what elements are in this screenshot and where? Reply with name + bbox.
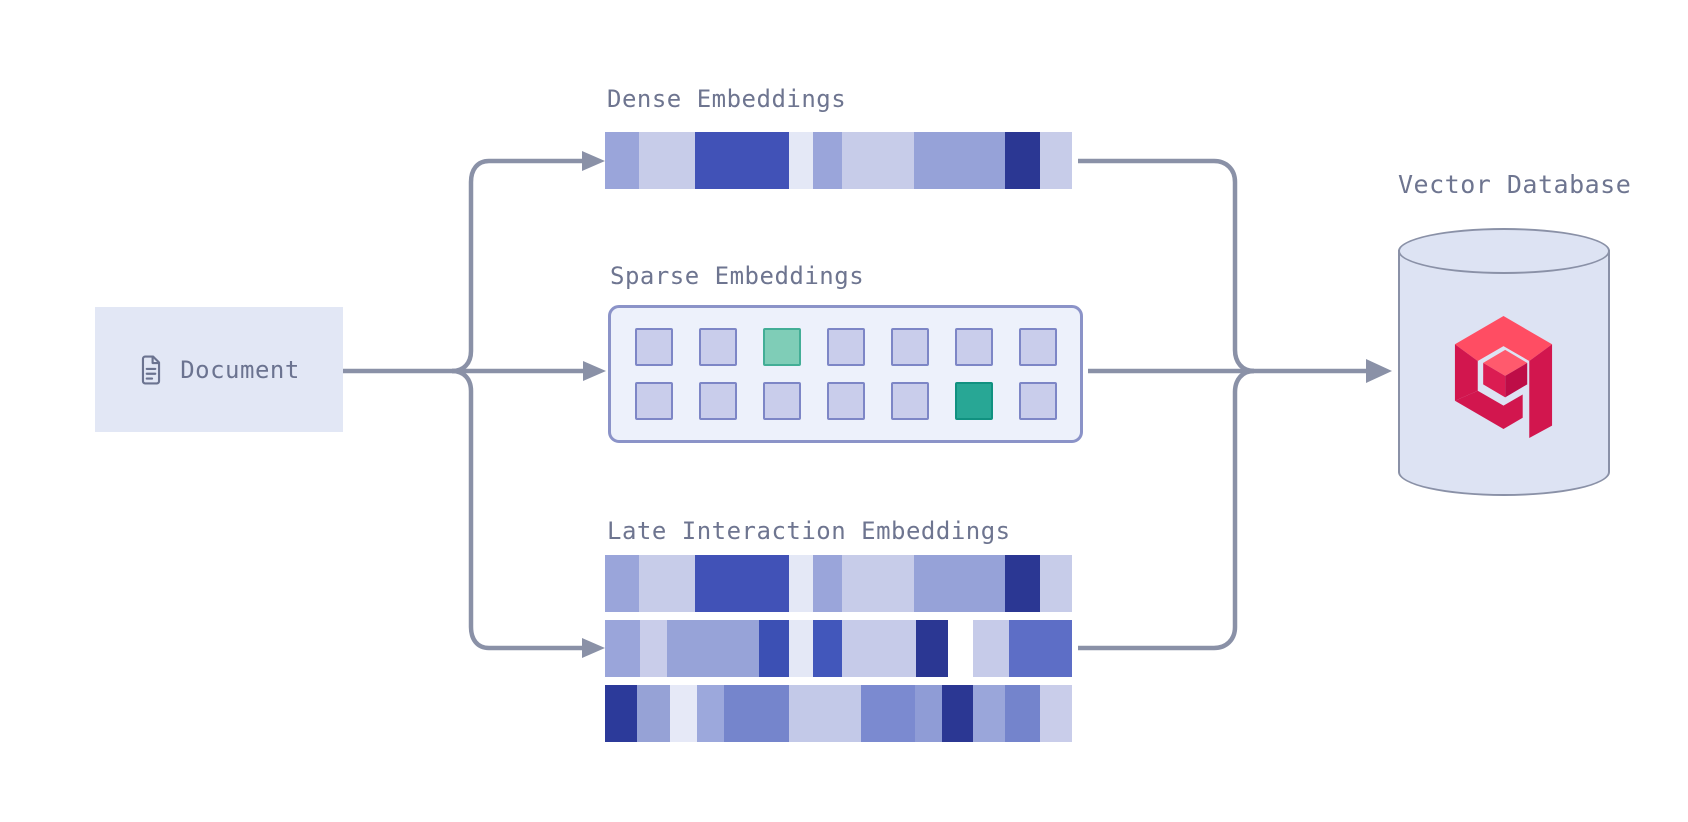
embedding-segment — [842, 620, 916, 677]
embedding-segment — [1039, 685, 1073, 742]
sparse-cell — [698, 382, 737, 420]
late-interaction-embeddings-label: Late Interaction Embeddings — [607, 517, 1011, 545]
embedding-segment — [637, 685, 670, 742]
embedding-segment — [788, 685, 862, 742]
embedding-segment — [666, 620, 759, 677]
embedding-segment — [758, 620, 790, 677]
document-icon — [142, 355, 161, 384]
embedding-segment — [695, 132, 789, 189]
embedding-segment — [789, 555, 813, 612]
late-interaction-bar-1 — [605, 555, 1072, 612]
sparse-cell — [826, 328, 865, 366]
embedding-segment — [812, 132, 842, 189]
wire-fork-to-dense — [451, 158, 582, 374]
embedding-segment — [812, 555, 842, 612]
sparse-cell — [1018, 382, 1057, 420]
embedding-segment — [639, 132, 696, 189]
document-label: Document — [180, 355, 300, 384]
embedding-segment — [1039, 555, 1072, 612]
embedding-segment — [696, 685, 724, 742]
sparse-cell — [634, 328, 673, 366]
sparse-cell — [826, 382, 865, 420]
embedding-segment — [1009, 620, 1072, 677]
dense-embeddings-bar — [605, 132, 1072, 189]
embedding-segment — [841, 132, 914, 189]
embedding-segment — [915, 620, 949, 677]
embedding-segment — [1005, 132, 1040, 189]
arrowhead-late — [582, 638, 605, 658]
embedding-segment — [789, 132, 813, 189]
embedding-segment — [695, 555, 789, 612]
embedding-segment — [942, 685, 973, 742]
late-interaction-bar-3 — [605, 685, 1073, 742]
embedding-segment — [1005, 685, 1040, 742]
sparse-embeddings-label: Sparse Embeddings — [610, 262, 865, 290]
sparse-cell-active — [954, 382, 993, 420]
embedding-segment — [948, 620, 974, 677]
sparse-cell — [634, 382, 673, 420]
embedding-segment — [915, 685, 943, 742]
embedding-segment — [1039, 132, 1072, 189]
embedding-segment — [913, 555, 1006, 612]
embedding-segment — [639, 555, 696, 612]
embedding-segment — [813, 620, 843, 677]
sparse-cell — [698, 328, 737, 366]
sparse-cell — [954, 328, 993, 366]
embedding-segment — [1005, 555, 1040, 612]
sparse-cell — [890, 382, 929, 420]
sparse-cell-active — [762, 328, 801, 366]
sparse-cell — [762, 382, 801, 420]
embedding-segment — [639, 620, 667, 677]
sparse-cell — [1018, 328, 1057, 366]
sparse-embeddings-box — [608, 305, 1083, 443]
embedding-segment — [972, 685, 1005, 742]
embedding-segment — [789, 620, 814, 677]
late-interaction-bar-2 — [605, 620, 1072, 677]
wire-late-to-merge — [1078, 368, 1255, 651]
database-cylinder-top — [1398, 228, 1610, 274]
dense-embeddings-label: Dense Embeddings — [607, 85, 847, 113]
arrowhead-sparse — [583, 361, 606, 381]
wire-dense-to-merge — [1078, 158, 1255, 374]
embedding-segment — [605, 620, 640, 677]
embedding-segment — [973, 620, 1010, 677]
arrowhead-database — [1366, 359, 1392, 383]
document-node: Document — [95, 307, 343, 432]
embedding-segment — [723, 685, 789, 742]
embedding-segment — [605, 132, 640, 189]
embedding-segment — [605, 685, 638, 742]
vector-database-label: Vector Database — [1398, 170, 1632, 199]
embedding-segment — [669, 685, 697, 742]
embedding-segment — [605, 555, 640, 612]
sparse-cell — [890, 328, 929, 366]
arrowhead-dense — [582, 151, 605, 171]
sparse-grid — [634, 328, 1057, 420]
embedding-segment — [913, 132, 1006, 189]
embedding-segment — [861, 685, 916, 742]
wire-fork-to-late — [451, 368, 582, 651]
embedding-segment — [841, 555, 914, 612]
qdrant-logo-icon — [1454, 316, 1553, 438]
